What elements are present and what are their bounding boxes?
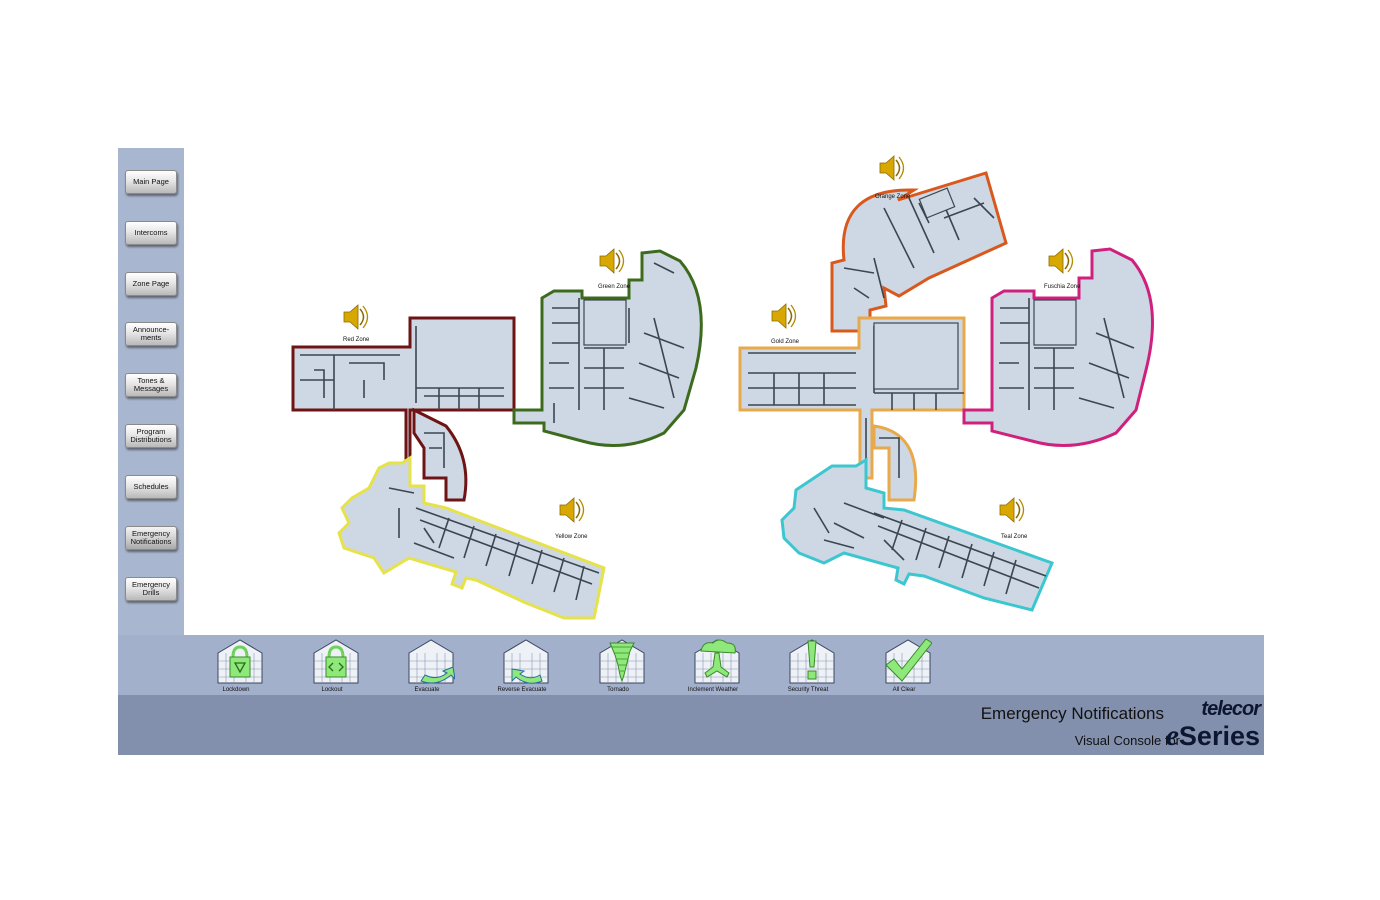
reverse-evacuate-icon (503, 639, 549, 684)
speaker-red-zone[interactable] (343, 304, 369, 330)
yellow-zone-area[interactable] (337, 455, 606, 620)
inclement-weather-button[interactable]: Inclement Weather (678, 637, 748, 695)
evacuate-label: Evacuate (414, 687, 440, 693)
evacuate-button[interactable]: Evacuate (392, 637, 462, 695)
inclement-weather-icon (694, 639, 740, 684)
sidebar-item-program-distributions[interactable]: Program Distributions (125, 424, 177, 448)
visual-console: Main Page Intercoms Zone Page Announce- … (118, 148, 1264, 755)
teal-zone-label: Teal Zone (1001, 534, 1028, 540)
green-zone-label: Green Zone (598, 284, 631, 290)
speaker-teal-zone[interactable] (999, 497, 1025, 523)
green-zone-area[interactable] (512, 249, 703, 447)
telecor-logo: telecor (1201, 698, 1261, 720)
inclement-weather-label: Inclement Weather (687, 687, 739, 693)
tornado-icon (599, 639, 645, 684)
speaker-orange-zone[interactable] (879, 155, 905, 181)
reverse-evacuate-label: Reverse Evacuate (497, 687, 547, 693)
speaker-yellow-zone[interactable] (559, 497, 585, 523)
sidebar-item-announcements[interactable]: Announce- ments (125, 322, 177, 346)
lockdown-button[interactable]: Lockdown (201, 637, 271, 695)
lockout-button[interactable]: Lockout (297, 637, 367, 695)
sidebar-item-intercoms[interactable]: Intercoms (125, 221, 177, 245)
eseries-logo-e: e (1165, 719, 1179, 752)
sidebar-item-main-page[interactable]: Main Page (125, 170, 177, 194)
fuschia-zone-area[interactable] (962, 247, 1154, 447)
fuschia-zone-label: Fuschia Zone (1044, 284, 1081, 290)
building-left: Red Zone Green Zone Yellow Zone (291, 248, 703, 620)
all-clear-icon (885, 638, 932, 684)
building-right: Orange Zone Fuschia Zone Gold Zone Teal … (738, 155, 1154, 612)
eseries-logo-series: Series (1178, 721, 1260, 751)
lockout-label: Lockout (321, 687, 343, 693)
lock-down-icon (217, 639, 263, 684)
speaker-fuschia-zone[interactable] (1048, 248, 1074, 274)
sidebar-item-zone-page[interactable]: Zone Page (125, 272, 177, 296)
emergency-toolbar: Lockdown Lockout Evacuate (118, 635, 1264, 695)
sidebar-item-emergency-drills[interactable]: Emergency Drills (125, 577, 177, 601)
lock-out-icon (313, 639, 359, 684)
sidebar-item-schedules[interactable]: Schedules (125, 475, 177, 499)
red-zone-label: Red Zone (343, 337, 370, 343)
lockdown-label: Lockdown (222, 687, 250, 693)
all-clear-button[interactable]: All Clear (869, 637, 939, 695)
security-threat-icon (789, 639, 835, 684)
all-clear-label: All Clear (892, 687, 916, 693)
teal-zone-area[interactable] (780, 457, 1055, 612)
security-threat-button[interactable]: Security Threat (773, 637, 843, 695)
orange-zone-area[interactable] (830, 171, 1008, 333)
orange-zone-label: Orange Zone (875, 194, 911, 200)
tornado-label: Tornado (607, 687, 629, 693)
yellow-zone-label: Yellow Zone (555, 534, 588, 540)
sidebar-nav: Main Page Intercoms Zone Page Announce- … (118, 148, 184, 635)
sidebar-item-tones-messages[interactable]: Tones & Messages (125, 373, 177, 397)
floor-map-area: Red Zone Green Zone Yellow Zone (184, 148, 1264, 635)
speaker-gold-zone[interactable] (771, 303, 797, 329)
reverse-evacuate-button[interactable]: Reverse Evacuate (487, 637, 557, 695)
tornado-button[interactable]: Tornado (583, 637, 653, 695)
evacuate-icon (408, 639, 455, 684)
red-zone-area[interactable] (291, 316, 516, 502)
sidebar-item-emergency-notifications[interactable]: Emergency Notifications (125, 526, 177, 550)
floor-maps: Red Zone Green Zone Yellow Zone (291, 155, 1154, 620)
gold-zone-label: Gold Zone (771, 339, 800, 345)
page-title: Emergency Notifications (980, 704, 1164, 723)
speaker-green-zone[interactable] (599, 248, 625, 274)
eseries-logo: eSeries (1166, 719, 1260, 753)
security-threat-label: Security Threat (787, 687, 829, 693)
gold-zone-area[interactable] (738, 316, 966, 502)
footer-bar: Emergency Notifications Visual Console f… (118, 695, 1264, 755)
console-subtitle: Visual Console for (1074, 733, 1180, 748)
